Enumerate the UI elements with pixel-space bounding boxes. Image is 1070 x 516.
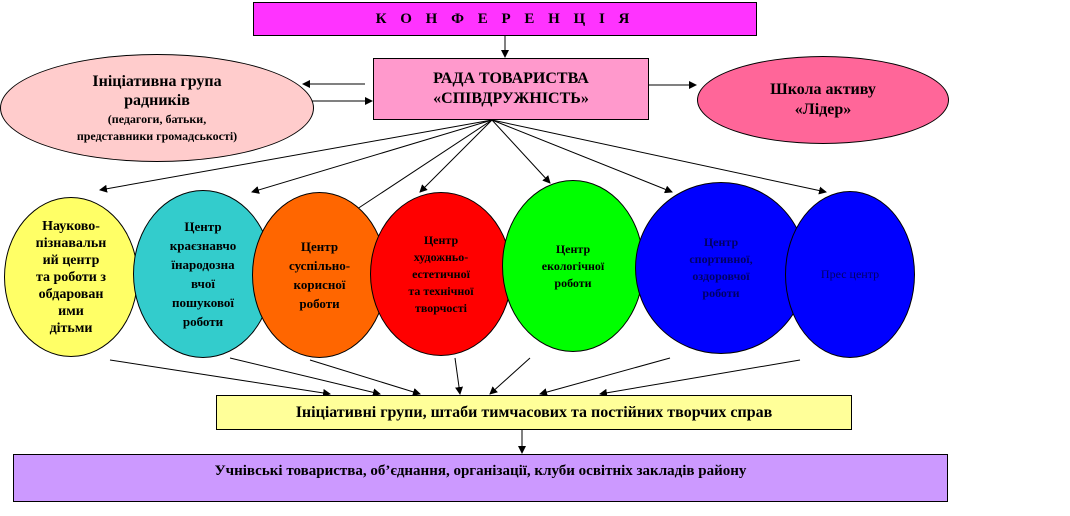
center-text-line: ий центр <box>42 252 100 268</box>
center-text-line: Центр <box>300 239 339 254</box>
rada-line1: РАДА ТОВАРИСТВА <box>433 70 589 87</box>
center-text-line: Центр <box>703 235 739 249</box>
center-text-line: пошукової <box>171 295 234 310</box>
center-ecological-text: Центр екологічної роботи <box>542 241 604 292</box>
center-text-line: обдарован <box>38 286 104 302</box>
arrow-rada-center-7 <box>491 119 827 195</box>
arrow-rada-center-6 <box>491 119 673 194</box>
center-text-line: дітьми <box>49 320 93 336</box>
center-text-line: естетичної <box>412 266 470 281</box>
center-art-technical: Центр художньо-естетичної та технічної твор… <box>370 192 512 356</box>
initiative-groups-box: Ініціативні групи, штаби тимчасових та п… <box>216 395 852 430</box>
arrow-rada-center-2 <box>251 119 493 194</box>
center-text-line: та технічної <box>408 283 474 298</box>
arrow-center-4-groups <box>454 357 463 395</box>
center-text-line: вчої <box>191 276 215 291</box>
center-text-line: роботи <box>182 314 224 329</box>
center-press-text: Прес центр <box>821 266 879 283</box>
center-text-line: Центр <box>555 241 591 256</box>
center-art-technical-text: Центр художньо-естетичної та технічної твор… <box>408 232 473 317</box>
center-text-line: екологічної <box>541 258 605 273</box>
center-text-line: роботи <box>702 286 740 300</box>
center-text-line: краєзнавчо <box>169 238 237 253</box>
student-societies-label: Учнівські товариства, об’єднання, органі… <box>214 463 747 479</box>
arrow-rada-center-3 <box>347 119 493 216</box>
school-line1: Школа активу <box>770 81 876 98</box>
rada-line2: «СПІВДРУЖНІСТЬ» <box>433 90 589 107</box>
center-text-line: Науково- <box>42 218 100 234</box>
arrow-center-2-groups <box>229 357 381 397</box>
advisors-sub-line1: (педагоги, батьки, <box>107 112 207 126</box>
center-text-line: роботи <box>299 296 340 311</box>
center-text-line: Центр <box>423 232 459 247</box>
center-text-line: корисної <box>293 277 346 292</box>
center-text-line: суспільно- <box>288 258 351 273</box>
arrow-center-6-groups <box>539 357 671 396</box>
arrow-rada-center-4 <box>419 119 493 193</box>
center-text-line: творчості <box>414 300 467 315</box>
school-ellipse: Школа активу «Лідер» <box>697 56 949 144</box>
center-text-line: пізнавальн <box>35 235 107 251</box>
student-societies-box: Учнівські товариства, об’єднання, органі… <box>13 454 948 502</box>
center-press: Прес центр <box>785 191 915 358</box>
center-text-line: ими <box>58 303 84 319</box>
rada-box: РАДА ТОВАРИСТВА «СПІВДРУЖНІСТЬ» <box>373 58 649 120</box>
center-text-line: художньо- <box>413 249 469 264</box>
center-local-history-text: Центр краєзнавчо їнародозна вчої пошукової ро… <box>170 217 236 331</box>
center-social-useful: Центр суспільно-корисної роботи <box>252 192 387 358</box>
center-ecological: Центр екологічної роботи <box>502 180 644 352</box>
arrow-center-7-groups <box>599 359 801 397</box>
center-text-line: їнародозна <box>171 257 235 272</box>
advisors-sub-line2: представники громадськості) <box>76 129 238 143</box>
arrow-center-3-groups <box>309 359 421 396</box>
center-text-line: Центр <box>184 219 222 234</box>
center-text-line: роботи <box>554 275 592 290</box>
arrow-center-5-groups <box>489 357 531 395</box>
school-line2: «Лідер» <box>794 101 852 118</box>
center-text-line: та роботи з <box>35 269 107 285</box>
conference-label: К О Н Ф Е Р Е Н Ц І Я <box>375 10 635 27</box>
arrow-center-1-groups <box>109 359 331 397</box>
advisors-title-line2: радників <box>124 92 190 109</box>
arrow-rada-center-5 <box>491 119 551 184</box>
advisors-ellipse: Ініціативна група радників (педагоги, ба… <box>0 54 314 162</box>
center-sports: Центр спортивної, оздоровчої роботи <box>635 182 807 354</box>
advisors-title-line1: Ініціативна група <box>92 73 222 90</box>
center-text-line: оздоровчої <box>692 269 750 283</box>
conference-box: К О Н Ф Е Р Е Н Ц І Я <box>253 2 757 36</box>
center-text-line: Прес центр <box>820 267 880 281</box>
center-sports-text: Центр спортивної, оздоровчої роботи <box>689 234 752 302</box>
initiative-groups-label: Ініціативні групи, штаби тимчасових та п… <box>295 403 773 421</box>
center-social-useful-text: Центр суспільно-корисної роботи <box>289 237 350 313</box>
center-text-line: спортивної, <box>689 252 753 266</box>
center-local-history: Центр краєзнавчо їнародозна вчої пошукової ро… <box>133 190 273 358</box>
arrow-rada-center-1 <box>99 119 493 193</box>
